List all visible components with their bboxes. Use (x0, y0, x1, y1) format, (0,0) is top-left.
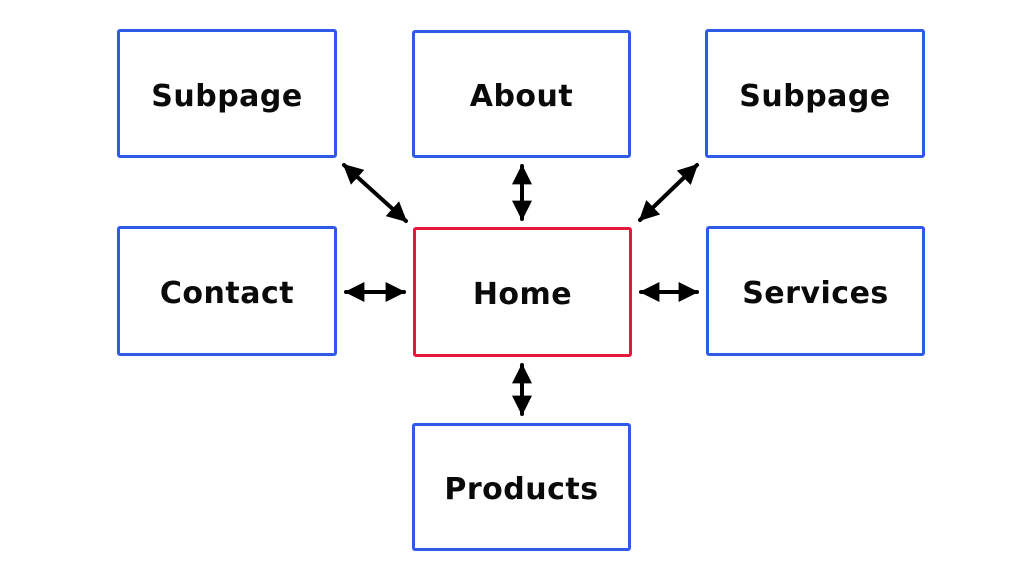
node-label: Contact (159, 276, 295, 311)
node-label: Subpage (151, 78, 303, 114)
node-products: Products (412, 423, 631, 551)
node-label: About (469, 79, 574, 114)
arrow-home-subpage-left (342, 163, 408, 223)
node-about: About (412, 30, 631, 158)
node-label: Home (472, 277, 573, 312)
node-label: Products (444, 472, 599, 507)
node-subpage-top-left: Subpage (117, 29, 337, 158)
node-label: Subpage (739, 78, 891, 114)
node-subpage-top-right: Subpage (705, 29, 925, 158)
arrow-home-subpage-right (638, 163, 699, 222)
node-services: Services (706, 226, 925, 356)
node-home: Home (413, 227, 632, 357)
node-label: Services (742, 276, 889, 311)
node-contact: Contact (117, 226, 337, 356)
